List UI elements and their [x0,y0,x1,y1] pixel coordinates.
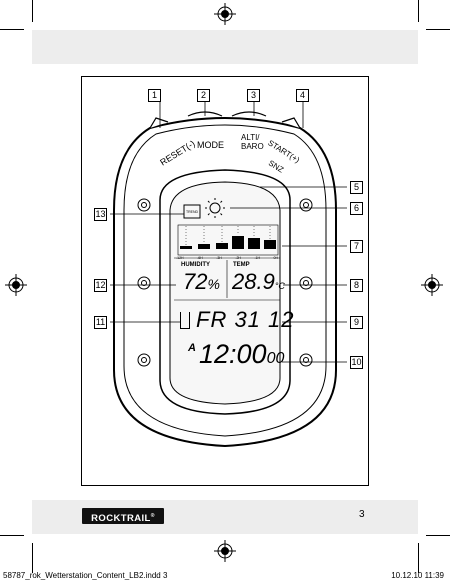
callout-8: 8 [350,279,363,292]
callout-7: 7 [350,240,363,253]
callout-13: 13 [94,208,107,221]
humidity-value: 72% [183,270,220,296]
bar-axis-tick: -6H [197,256,203,260]
bar-axis-tick: -1H [254,256,261,260]
callout-10: 10 [350,356,363,369]
crop-mark [32,0,33,22]
temp-label: TEMP [233,262,250,268]
callout-1: 1 [148,89,161,102]
callout-5: 5 [350,181,363,194]
bar-graph-axis: -12H -6H -3H -2H -1H 0H [176,256,278,260]
temp-value: 28.9°C [232,270,285,298]
temp-number: 28.9 [232,269,275,294]
humidity-label: HUMIDITY [181,262,210,268]
crop-mark [426,29,450,30]
date-display: FR 31 12 [196,307,295,332]
crop-mark [32,543,33,573]
figure-frame [81,76,369,486]
crop-mark [418,543,419,573]
time-display: 12:0000 [199,340,284,373]
baro-button-label: BARO [241,142,264,151]
trend-label: TREND [186,210,199,214]
time-seconds: 00 [266,350,285,367]
bar-axis-tick: -12H [176,256,184,260]
callout-6: 6 [350,202,363,215]
mode-button-label: MODE [197,140,224,150]
page-number: 3 [359,509,365,520]
crop-mark [0,29,24,30]
alarm-marker: A [188,342,196,354]
callout-9: 9 [350,316,363,329]
date-segment-frame [180,312,190,329]
crop-mark [426,535,450,536]
brand-name: ROCKTRAIL [91,513,151,525]
brand-mark: ® [150,513,155,519]
crop-mark [0,535,24,536]
callout-4: 4 [296,89,309,102]
header-band [32,30,418,64]
callout-3: 3 [247,89,260,102]
temp-unit: °C [274,281,285,291]
bar-axis-tick: -3H [216,256,222,260]
humidity-unit: % [207,276,220,292]
callout-12: 12 [94,279,107,292]
humidity-number: 72 [183,269,208,294]
alti-button-label: ALTI/ [241,133,260,142]
slug-date: 10.12.10 11:39 [391,571,444,580]
callout-2: 2 [197,89,210,102]
crop-mark [418,0,419,22]
bar-axis-tick: -2H [235,256,241,260]
brand-logo: ROCKTRAIL® [82,508,164,524]
slug-filename: 58787_rok_Wetterstation_Content_LB2.indd… [3,571,168,580]
bar-axis-tick: 0H [273,256,278,260]
time-value: 12:00 [199,339,267,369]
callout-11: 11 [94,316,107,329]
